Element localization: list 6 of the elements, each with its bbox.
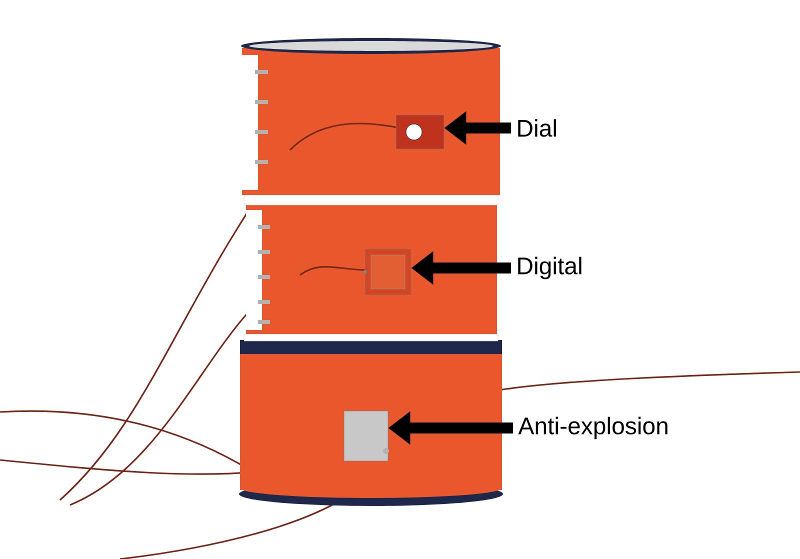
junction-box <box>344 410 389 462</box>
callout-text: Anti-explosion <box>518 416 668 440</box>
callout-text: Dial <box>518 119 556 137</box>
dial-controller <box>396 114 444 150</box>
callout-text: Digital <box>518 256 582 280</box>
digital-controller <box>363 248 412 296</box>
